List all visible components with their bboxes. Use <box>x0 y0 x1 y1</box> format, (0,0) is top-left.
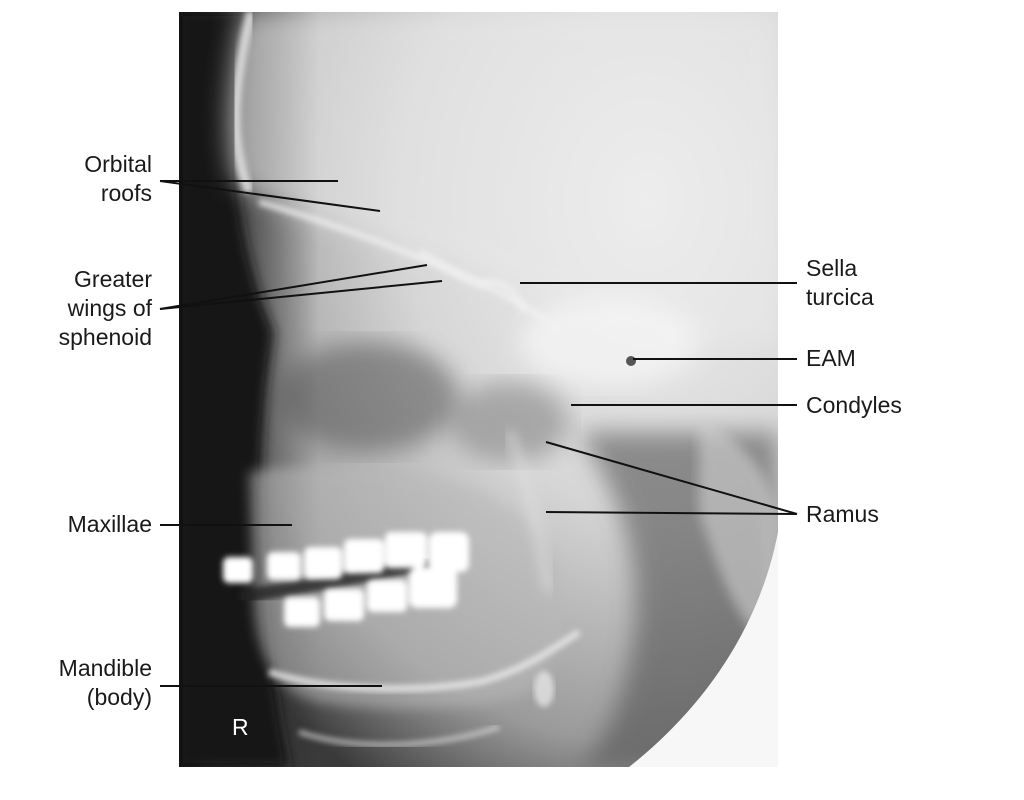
leader-greater-wings-upper <box>159 264 428 310</box>
label-condyles: Condyles <box>806 392 902 418</box>
label-mandible-body: Mandible (body) <box>58 655 152 710</box>
label-sella-turcica: Sella turcica <box>806 255 874 310</box>
radiograph-image <box>179 12 778 767</box>
side-marker-r: R <box>232 714 249 740</box>
leader-ramus-lower <box>545 511 798 515</box>
leader-orbital-roofs-lower <box>159 180 381 212</box>
label-orbital-roofs: Orbital roofs <box>84 151 152 206</box>
leader-ramus-upper <box>545 441 798 515</box>
leader-greater-wings-lower <box>159 280 443 310</box>
label-eam: EAM <box>806 345 856 371</box>
skull-xray-illustration <box>179 12 778 767</box>
label-greater-wings-of-sphenoid: Greater wings of sphenoid <box>58 266 152 350</box>
label-maxillae: Maxillae <box>67 511 152 537</box>
label-ramus: Ramus <box>806 501 879 527</box>
